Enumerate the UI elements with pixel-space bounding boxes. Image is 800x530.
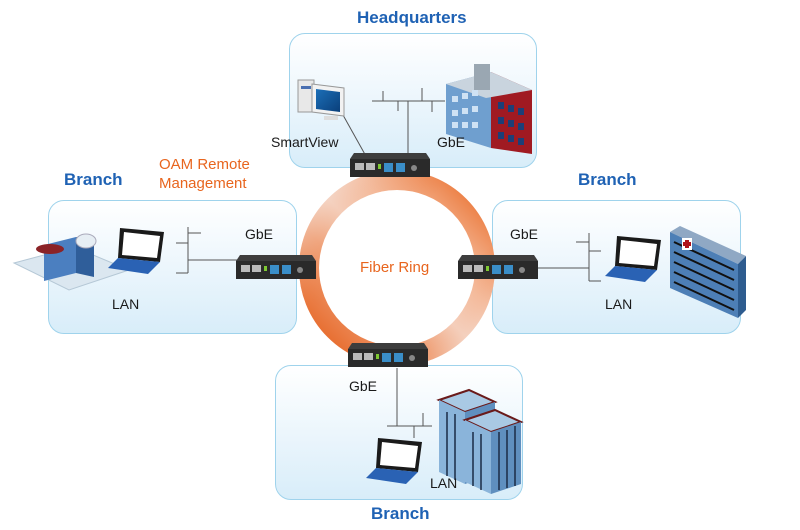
left-lan-label: LAN [112,296,140,312]
media-converter-left [236,255,316,279]
media-converter-bottom [348,343,428,367]
media-converter-right [458,255,538,279]
smartview-label: SmartView [271,134,339,150]
branch-left-title: Branch [64,170,123,189]
branch-right-title: Branch [578,170,637,189]
oam-label-line1: OAM Remote [159,156,250,173]
hq-bus-lines [342,88,445,159]
bottom-lan-label: LAN [430,475,458,491]
bottom-gbe-label: GbE [349,378,378,394]
hospital-building-icon [670,226,746,318]
bottom-bus-lines [387,368,432,438]
twin-tower-icon [436,388,524,494]
campus-building-icon [12,233,131,291]
right-gbe-label: GbE [510,226,539,242]
desktop-pc-icon [297,79,345,120]
right-lan-label: LAN [605,296,633,312]
laptop-icon [605,236,661,282]
fiber-ring-label: Fiber Ring [360,259,430,276]
left-gbe-label: GbE [245,226,274,242]
oam-label-line2: Management [159,175,247,192]
office-building-icon [446,64,532,154]
laptop-icon [108,228,164,274]
left-bus-lines [176,227,238,274]
branch-bottom-title: Branch [371,504,430,523]
oam-management-label: OAM Remote Management [159,155,250,193]
hq-gbe-label: GbE [437,134,466,150]
media-converter-hq [350,153,430,177]
right-bus-lines [538,233,601,282]
headquarters-title: Headquarters [357,8,467,27]
laptop-icon [366,438,422,484]
